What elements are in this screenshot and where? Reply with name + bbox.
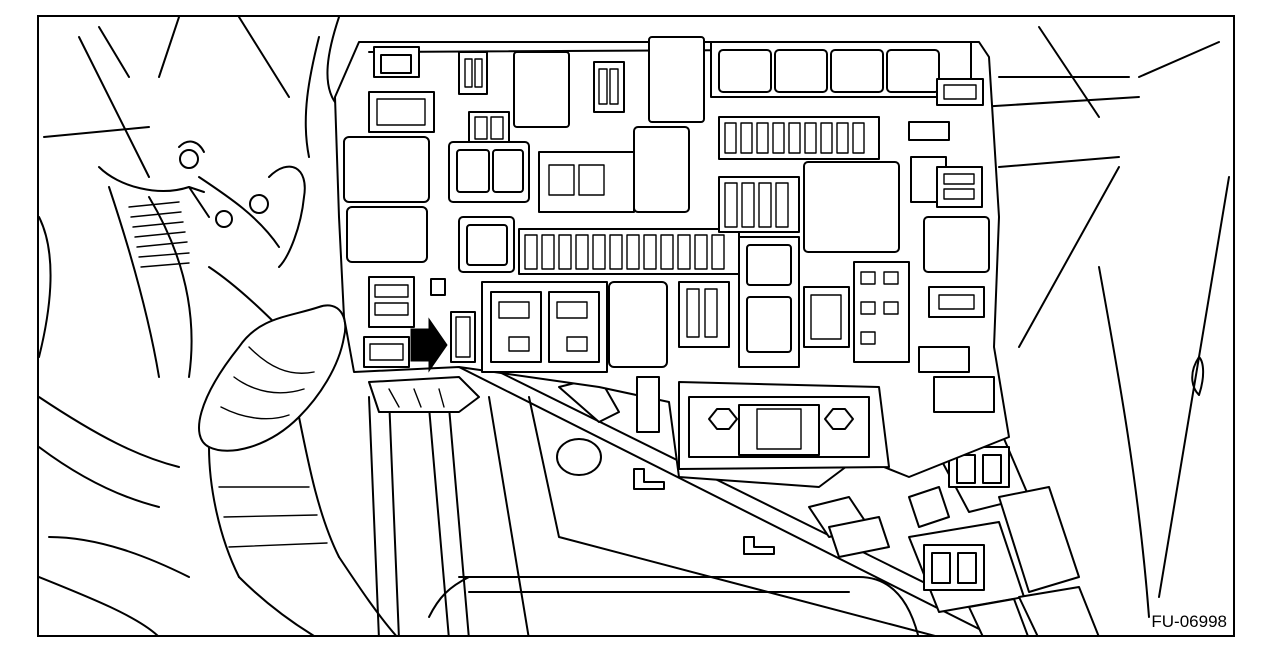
callout-arrow-icon	[410, 317, 448, 373]
mini-fuse-row-lower	[524, 234, 725, 270]
lower-box-components	[481, 236, 995, 470]
mini-fuse-row-upper	[724, 122, 865, 154]
background-lines	[43, 17, 1230, 618]
wiring-harness-left	[39, 140, 397, 635]
target-fuse	[450, 311, 476, 363]
top-row-components	[373, 36, 984, 128]
figure-id-label: FU-06998	[1151, 612, 1227, 631]
engine-bay-illustration	[39, 17, 1230, 635]
middle-components	[448, 111, 990, 275]
illustration-frame: FU-06998	[37, 15, 1235, 637]
left-column-relays	[343, 91, 446, 368]
